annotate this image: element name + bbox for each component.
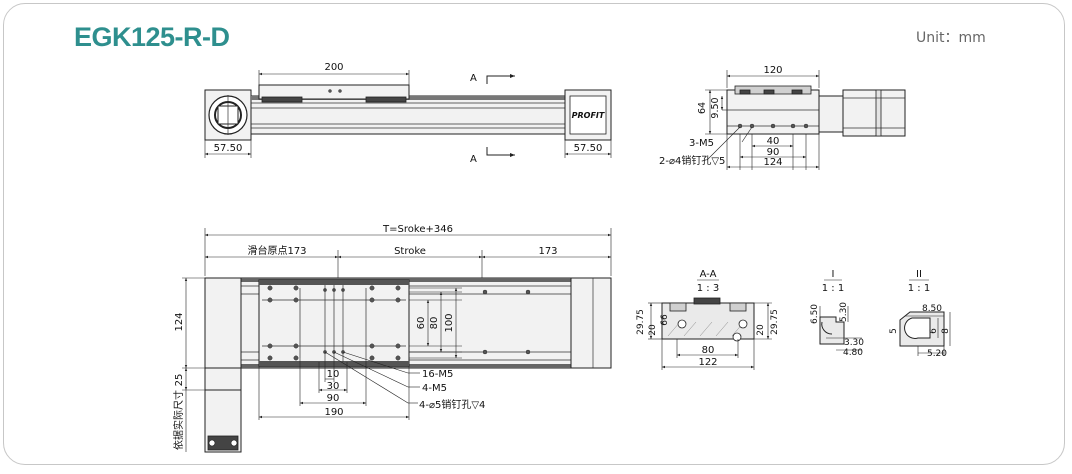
plan-view: T=Sroke+346 滑台原点173 Stroke 173: [172, 224, 612, 453]
note-end-pin: 2-⌀4销钉孔▽5: [659, 154, 725, 167]
section-aa: A-A 1 : 3 29.75 20 66 20 29.75 80 122: [636, 269, 780, 370]
dim-stroke: Stroke: [394, 246, 426, 257]
dim-plan-30: 30: [327, 381, 340, 392]
dim-aa-80: 80: [702, 345, 715, 356]
dim-end-120: 120: [763, 65, 782, 76]
dim-i-530: 5.30: [839, 302, 849, 322]
plan-left-block: [204, 277, 242, 369]
dim-ii-520: 5.20: [927, 349, 947, 359]
section-aa-scale: 1 : 3: [697, 283, 719, 294]
dim-ii-5: 5: [889, 328, 899, 334]
dim-right-173: 173: [538, 246, 557, 257]
end-view: 120 64 9.50 40 90 124 3-M5 2-⌀4销钉孔▽5: [659, 65, 906, 170]
dim-end-124: 124: [763, 157, 782, 168]
dim-i-650: 6.50: [810, 304, 820, 324]
dim-end-40: 40: [767, 136, 780, 147]
dim-plan-90: 90: [327, 393, 340, 404]
dim-carriage-200: 200: [324, 62, 343, 73]
dim-aa-20-left: 20: [648, 324, 658, 336]
section-aa-label: A-A: [700, 269, 717, 280]
dim-plan-10: 10: [327, 369, 340, 380]
brand-logo: PROFIT: [572, 111, 605, 120]
unit-label: Unit：mm: [916, 30, 986, 46]
drawing-frame: [3, 3, 1065, 465]
dim-plan-100: 100: [444, 313, 455, 332]
detail-ii-scale: 1 : 1: [908, 283, 930, 294]
dim-ii-8: 8: [941, 328, 951, 334]
note-actual-size: 依据实际尺寸: [172, 390, 185, 450]
dim-aa-20-right: 20: [756, 324, 766, 336]
dim-i-330: 3.30: [844, 338, 864, 348]
dim-plan-60: 60: [416, 317, 427, 330]
plan-motor-flange: [204, 367, 242, 391]
dim-plan-124: 124: [174, 312, 185, 331]
note-plan-pin: 4-⌀5销钉孔▽4: [419, 398, 485, 411]
dim-plan-190: 190: [324, 407, 343, 418]
end-motor-body: [842, 89, 906, 137]
dim-i-480: 4.80: [843, 348, 863, 358]
top-view: PROFIT 200 57.50 57.50 A A: [204, 62, 612, 165]
dim-total-length: T=Sroke+346: [382, 224, 453, 235]
section-a-bottom: A: [470, 154, 477, 165]
carriage-top: [258, 84, 410, 100]
dim-end-64: 64: [697, 102, 708, 114]
end-motor-flange: [818, 95, 844, 133]
dim-aa-122: 122: [698, 357, 717, 368]
dim-origin-173: 滑台原点173: [247, 244, 306, 257]
detail-i: I 1 : 1 6.50 5.30 3.30 4.80: [810, 269, 864, 358]
dim-aa-2975-left: 29.75: [636, 309, 646, 335]
detail-i-profile: [819, 316, 845, 345]
dim-plan-25: 25: [174, 374, 185, 387]
plan-right-block: [570, 277, 612, 369]
detail-i-label: I: [832, 269, 835, 280]
page-title: EGK125-R-D: [74, 22, 230, 52]
dim-left-5750: 57.50: [214, 143, 243, 154]
dim-aa-66: 66: [660, 314, 670, 326]
detail-ii: II 1 : 1 8.50 5 6 8 5.20: [889, 269, 951, 359]
detail-ii-label: II: [916, 269, 922, 280]
note-3m5: 3-M5: [689, 138, 714, 149]
note-4m5: 4-M5: [422, 383, 447, 394]
dim-right-5750: 57.50: [574, 143, 603, 154]
dim-aa-2975-right: 29.75: [770, 309, 780, 335]
dim-ii-6: 6: [929, 328, 939, 334]
dim-end-950: 9.50: [710, 97, 721, 118]
note-16m5: 16-M5: [422, 369, 453, 380]
detail-i-scale: 1 : 1: [822, 283, 844, 294]
section-a-top: A: [470, 73, 477, 84]
dim-end-90: 90: [767, 147, 780, 158]
dim-plan-80: 80: [429, 317, 440, 330]
dim-ii-850: 8.50: [922, 304, 942, 314]
